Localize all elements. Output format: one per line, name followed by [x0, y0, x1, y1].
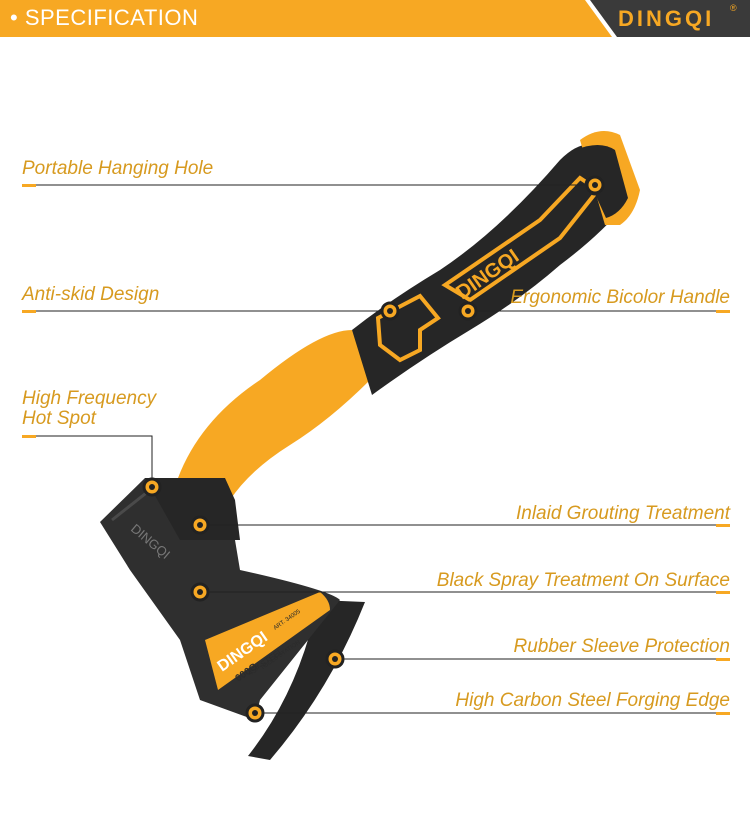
head-label — [205, 592, 330, 690]
label-accent-ticks — [22, 184, 730, 715]
rubber-sleeve — [248, 600, 365, 760]
dot-inlaid — [190, 515, 210, 535]
dot-hanging-hole — [585, 175, 605, 195]
dot-hot-spot — [142, 477, 162, 497]
dot-anti-skid — [380, 301, 400, 321]
label-black-spray: Black Spray Treatment On Surface — [436, 570, 730, 591]
header-background — [0, 0, 750, 37]
dot-rubber-sleeve — [325, 649, 345, 669]
label-rubber-sleeve: Rubber Sleeve Protection — [513, 636, 730, 657]
section-title: • SPECIFICATION — [10, 5, 199, 30]
label-inlaid-grouting: Inlaid Grouting Treatment — [515, 503, 730, 524]
label-ergonomic-handle: Ergonomic Bicolor Handle — [510, 287, 730, 308]
dot-black-spray — [190, 582, 210, 602]
label-hanging-hole: Portable Hanging Hole — [22, 158, 214, 179]
label-forging-edge: High Carbon Steel Forging Edge — [455, 690, 730, 711]
label-hot-spot-line2: Hot Spot — [22, 408, 96, 429]
handle-yellow — [178, 330, 370, 500]
callout-dots — [142, 175, 605, 723]
dot-ergonomic — [458, 301, 478, 321]
label-anti-skid: Anti-skid Design — [22, 284, 160, 305]
registered-mark: ® — [730, 3, 737, 13]
axe-head — [100, 478, 340, 720]
brand-logo: DINGQI — [618, 6, 715, 31]
spec-header: • SPECIFICATION DINGQI ® — [0, 0, 750, 37]
label-hot-spot-line1: High Frequency — [22, 388, 157, 409]
dot-forging-edge — [245, 703, 265, 723]
leader-lines — [22, 184, 730, 714]
